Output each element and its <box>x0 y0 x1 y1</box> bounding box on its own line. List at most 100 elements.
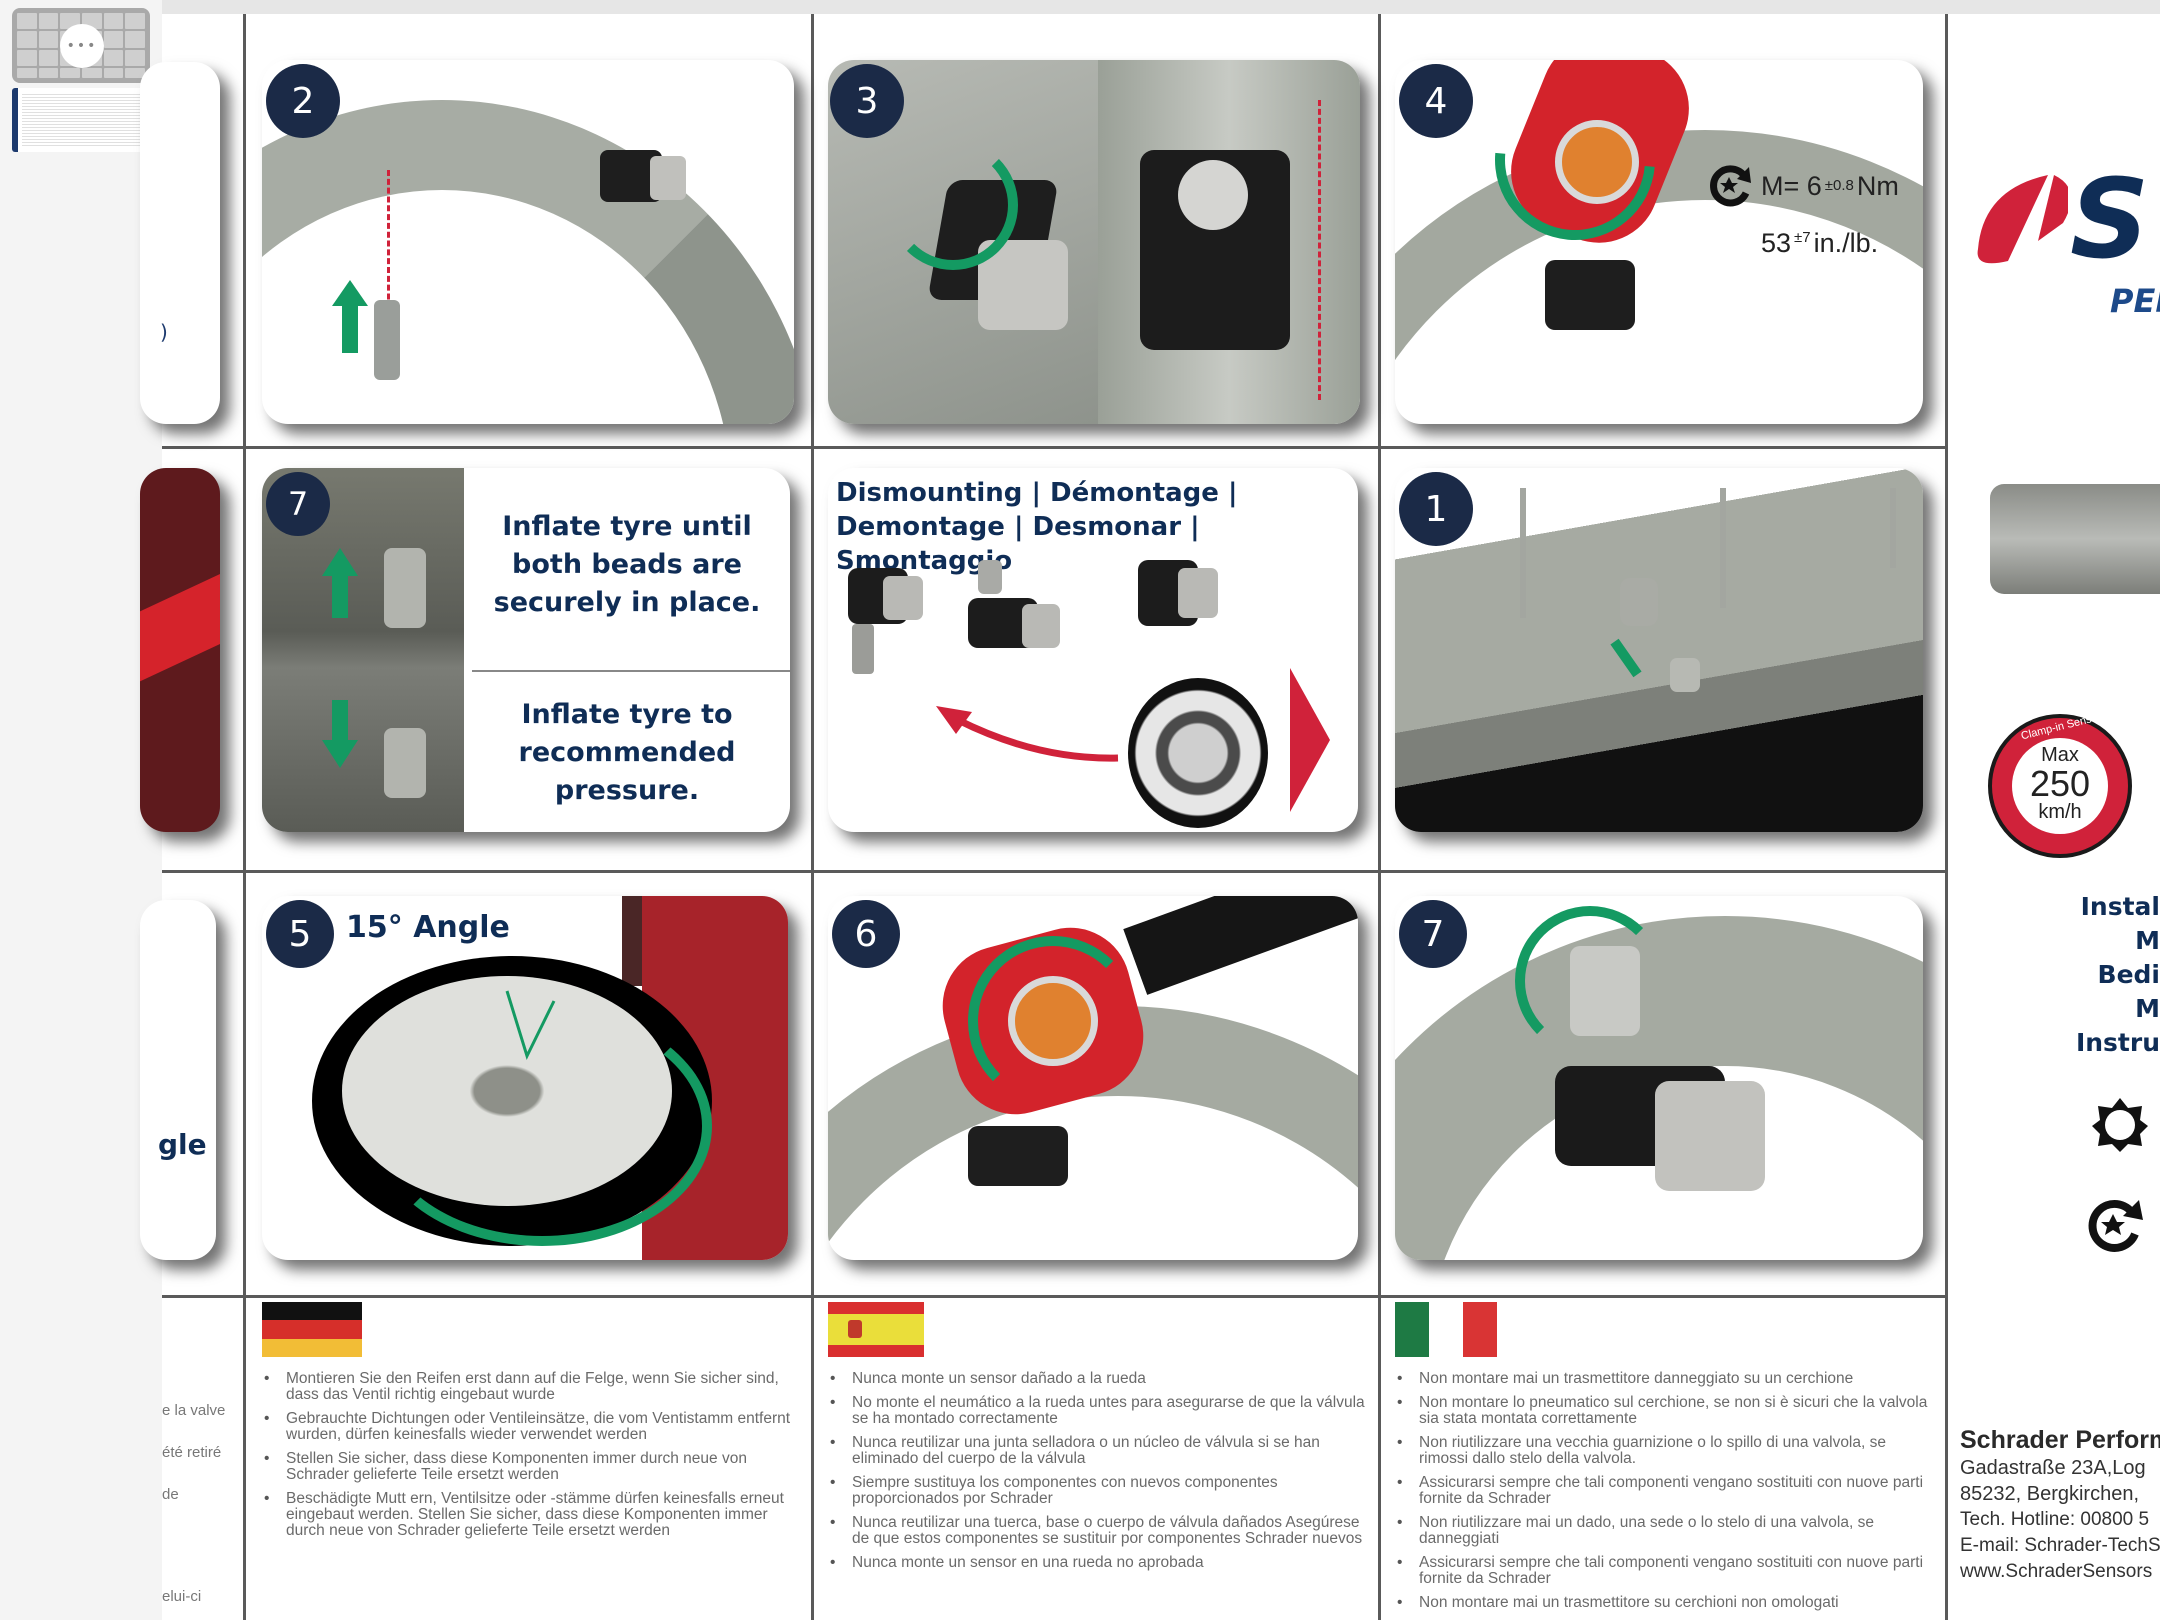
step-1-panel: 1 <box>1395 468 1923 832</box>
list-item: Non montare mai un trasmettitore dannegg… <box>1395 1371 1935 1388</box>
angle-title: 15° Angle <box>346 910 510 945</box>
next-arrow-icon <box>1290 668 1330 812</box>
step-7-panel: 7 <box>1395 896 1923 1260</box>
rim-illustration <box>262 100 794 424</box>
list-item: Nunca monte un sensor dañado a la rueda <box>828 1371 1368 1388</box>
list-item: Montieren Sie den Reifen erst dann auf d… <box>262 1371 802 1403</box>
torx-icon <box>2092 1098 2148 1152</box>
grid-divider <box>1378 14 1381 1620</box>
grid-divider <box>162 870 1948 873</box>
wheel-icon <box>1128 678 1268 828</box>
manual-titles: Instal M Bedi M Instru <box>2075 892 2160 1057</box>
dismounting-panel: Dismounting | Démontage | Demontage | De… <box>828 468 1358 832</box>
grid-divider <box>243 14 246 1620</box>
thumbnail-preview <box>22 92 141 148</box>
sensor-product-image <box>1990 484 2160 594</box>
page-thumbnail-2[interactable] <box>12 88 145 152</box>
sensor-body <box>968 1126 1068 1186</box>
grid-divider <box>1945 14 1948 1620</box>
schrader-logo-icon <box>1977 175 2068 264</box>
brand-column: S PER Max 250 km/h Clamp-in Sensors Inst… <box>1950 14 2160 1620</box>
list-item: Nunca reutilizar una tuerca, base o cuer… <box>828 1515 1368 1547</box>
website-link[interactable]: www.SchraderSensors <box>1960 1561 2153 1582</box>
step-6-panel: 6 <box>828 896 1358 1260</box>
partial-panel-top: ) <box>140 62 220 424</box>
rotate-arrow-icon <box>968 936 1138 1106</box>
list-item: Stellen Sie sicher, dass diese Komponent… <box>262 1451 802 1483</box>
valve-stem <box>1620 578 1658 626</box>
step-3-panel: 3 <box>828 60 1360 424</box>
top-bar <box>162 0 2160 14</box>
step-number-badge: 3 <box>830 64 904 138</box>
partial-panel-red <box>140 468 220 832</box>
alignment-line <box>1318 100 1321 400</box>
spanish-flag-icon <box>828 1302 924 1357</box>
grid-divider <box>162 446 1948 449</box>
sensor-body <box>1545 260 1635 330</box>
italian-warnings: Non montare mai un trasmettitore dannegg… <box>1395 1302 1935 1619</box>
list-item: Nunca monte un sensor en una rueda no ap… <box>828 1555 1368 1572</box>
list-item: Assicurarsi sempre che tali componenti v… <box>1395 1475 1935 1507</box>
rotate-arrow-icon <box>888 140 1018 270</box>
company-contact: Schrader Perform Gadastraße 23A,Log 8523… <box>1960 1426 2160 1585</box>
warning-list: Non montare mai un trasmettitore dannegg… <box>1395 1371 1935 1612</box>
inflate-pressure-text: Inflate tyre to recommended pressure. <box>518 699 736 806</box>
step-number-badge: 4 <box>1399 64 1473 138</box>
valve-stem <box>384 548 426 628</box>
logo-subtitle: PER <box>2110 282 2160 320</box>
spanish-warnings: Nunca monte un sensor dañado a la rueda … <box>828 1302 1368 1579</box>
arrow-up-icon <box>322 548 358 576</box>
list-item: Non riutilizzare una vecchia guarnizione… <box>1395 1435 1935 1467</box>
grid-divider <box>811 14 814 1620</box>
rotate-arrow-icon <box>372 1006 712 1246</box>
page-thumbnail-1[interactable]: ••• <box>12 8 150 83</box>
inflate-beads-text: Inflate tyre until both beads are secure… <box>493 511 761 618</box>
screw <box>978 560 1002 594</box>
list-item: Siempre sustituya los componentes con nu… <box>828 1475 1368 1507</box>
speed-limit-badge: Max 250 km/h Clamp-in Sensors <box>1988 710 2132 858</box>
partial-french-text: e la valve été retiré de elui-ci <box>162 1402 226 1605</box>
step-number-badge: 6 <box>832 900 900 968</box>
more-options-button[interactable]: ••• <box>60 24 104 68</box>
valve-stem <box>374 300 400 380</box>
valve-stem <box>384 728 426 798</box>
rotate-arrow-icon <box>1515 906 1665 1056</box>
alignment-line <box>387 170 390 370</box>
step-7-inflate-panel: Inflate tyre until both beads are secure… <box>262 468 790 832</box>
logo-wordmark: S <box>2070 155 2150 283</box>
remove-arrow-icon <box>936 706 1119 762</box>
grid-divider <box>162 1295 1948 1298</box>
list-item: Assicurarsi sempre che tali componenti v… <box>1395 1555 1935 1587</box>
step-2-panel: 2 <box>262 60 794 424</box>
warning-list: Montieren Sie den Reifen erst dann auf d… <box>262 1371 802 1539</box>
list-item: Non montare lo pneumatico sul cerchione,… <box>1395 1395 1935 1427</box>
list-item: Non riutilizzare mai un dado, una sede o… <box>1395 1515 1935 1547</box>
list-item: Non montare mai un trasmettitore su cerc… <box>1395 1595 1935 1612</box>
step-number-badge: 1 <box>1399 472 1473 546</box>
step-number-badge: 2 <box>266 64 340 138</box>
rim-illustration <box>1395 468 1923 832</box>
german-warnings: Montieren Sie den Reifen erst dann auf d… <box>262 1302 802 1547</box>
list-item: Gebrauchte Dichtungen oder Ventileinsätz… <box>262 1411 802 1443</box>
partial-text: ) <box>160 320 168 344</box>
angle-indicator <box>505 990 556 1061</box>
thumbnail-sidebar: ••• <box>0 0 162 1620</box>
divider <box>472 670 790 672</box>
partial-panel-angle: gle <box>140 900 216 1260</box>
torque-icon <box>1710 165 1751 207</box>
warning-list: Nunca monte un sensor dañado a la rueda … <box>828 1371 1368 1572</box>
list-item: Beschädigte Mutt ern, Ventilsitze oder -… <box>262 1491 802 1539</box>
step-number-badge: 5 <box>266 900 334 968</box>
wrench-handle <box>1123 896 1358 995</box>
valve-cap <box>1670 658 1700 692</box>
dismounting-title: Dismounting | Démontage | Demontage | De… <box>836 478 1238 576</box>
german-flag-icon <box>262 1302 362 1357</box>
list-item: Nunca reutilizar una junta selladora o u… <box>828 1435 1368 1467</box>
step-number-badge: 7 <box>1399 900 1467 968</box>
list-item: No monte el neumático a la rueda untes p… <box>828 1395 1368 1427</box>
torque-icon <box>2088 1199 2143 1252</box>
wrench-gauge <box>1555 120 1639 204</box>
step-number-badge: 7 <box>266 472 330 536</box>
